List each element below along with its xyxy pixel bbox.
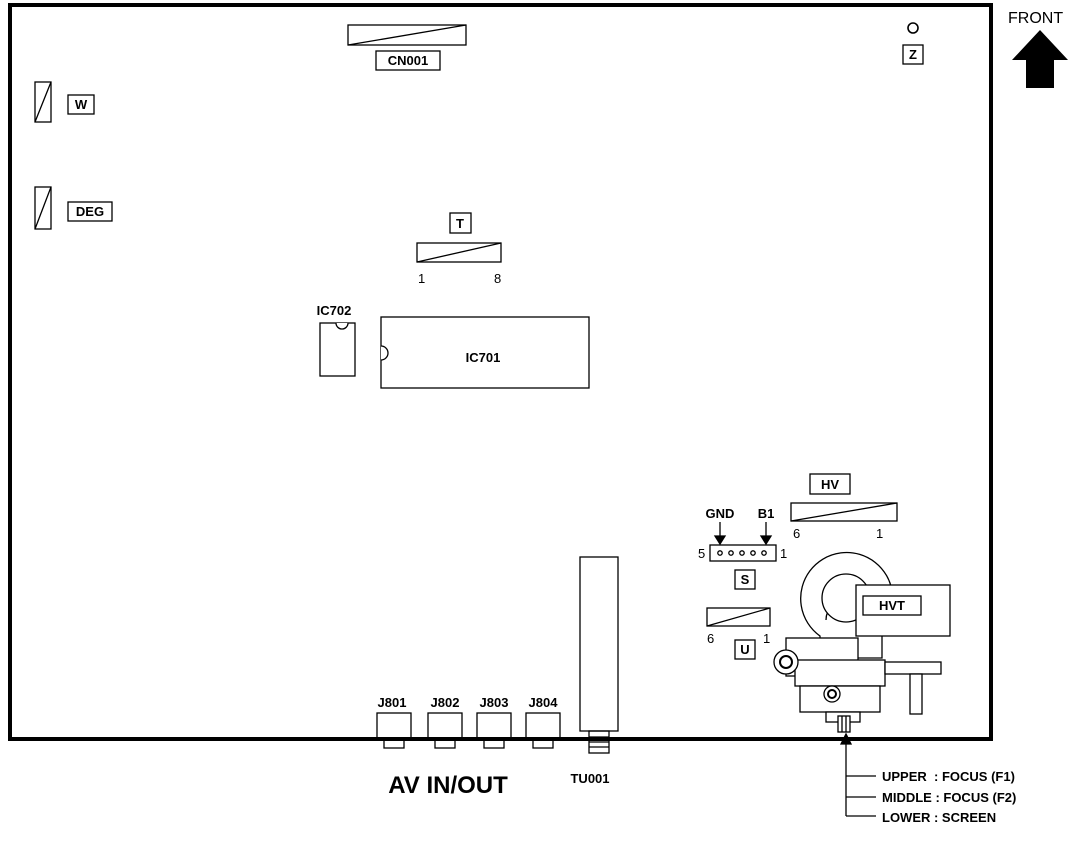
board-outline — [8, 3, 993, 741]
j803-label: J803 — [480, 695, 509, 710]
ic701-label: IC701 — [466, 350, 501, 365]
u-connector: 6 1 U — [706, 607, 771, 660]
s-connector: GND B1 5 1 S — [698, 506, 787, 590]
b1-label: B1 — [758, 506, 775, 521]
u-pin-1: 1 — [763, 631, 770, 646]
s-label: S — [741, 572, 750, 587]
t-connector: T 1 8 — [416, 212, 502, 286]
deg-connector: DEG — [34, 186, 113, 230]
focus-pointer — [839, 732, 876, 817]
j802-label: J802 — [431, 695, 460, 710]
ic702-chip: IC702 — [317, 303, 356, 377]
lower-screen-label: LOWER : SCREEN — [882, 810, 996, 825]
front-arrow-icon — [1012, 30, 1068, 88]
z-label: Z — [909, 47, 917, 62]
s-pin-1: 1 — [780, 546, 787, 561]
t-label: T — [456, 216, 464, 231]
cn001-connector: CN001 — [347, 24, 467, 71]
w-connector: W — [34, 81, 95, 123]
deg-label: DEG — [76, 204, 104, 219]
tu001-label: TU001 — [570, 771, 609, 786]
u-label: U — [740, 642, 749, 657]
av-jacks: J801 J802 J803 J804 — [376, 695, 561, 749]
j801-label: J801 — [378, 695, 407, 710]
b1-arrow-icon — [759, 535, 773, 546]
av-in-out-label: AV IN/OUT — [388, 772, 508, 799]
middle-focus-label: MIDDLE : FOCUS (F2) — [882, 790, 1016, 805]
hv-label: HV — [821, 477, 839, 492]
gnd-label: GND — [706, 506, 735, 521]
front-label: FRONT — [1008, 10, 1063, 27]
gnd-arrow-icon — [713, 535, 727, 546]
hvt-label: HVT — [879, 598, 905, 613]
cn001-label: CN001 — [388, 53, 428, 68]
tu001-tuner: TU001 — [570, 556, 619, 786]
t-pin-8: 8 — [494, 271, 501, 286]
hv-pin-1: 1 — [876, 526, 883, 541]
hvt-transformer: HVT — [773, 551, 951, 733]
focus-arrow-icon — [839, 732, 853, 745]
w-label: W — [75, 97, 88, 112]
z-test-point: Z — [902, 22, 924, 65]
ic702-label: IC702 — [317, 303, 352, 318]
hv-pin-6: 6 — [793, 526, 800, 541]
upper-focus-label: UPPER : FOCUS (F1) — [882, 769, 1015, 784]
t-pin-1: 1 — [418, 271, 425, 286]
ic701-chip: IC701 — [380, 316, 590, 389]
s-pin-5: 5 — [698, 546, 705, 561]
u-pin-6: 6 — [707, 631, 714, 646]
hv-connector: HV 6 1 — [790, 473, 898, 541]
j804-label: J804 — [529, 695, 559, 710]
